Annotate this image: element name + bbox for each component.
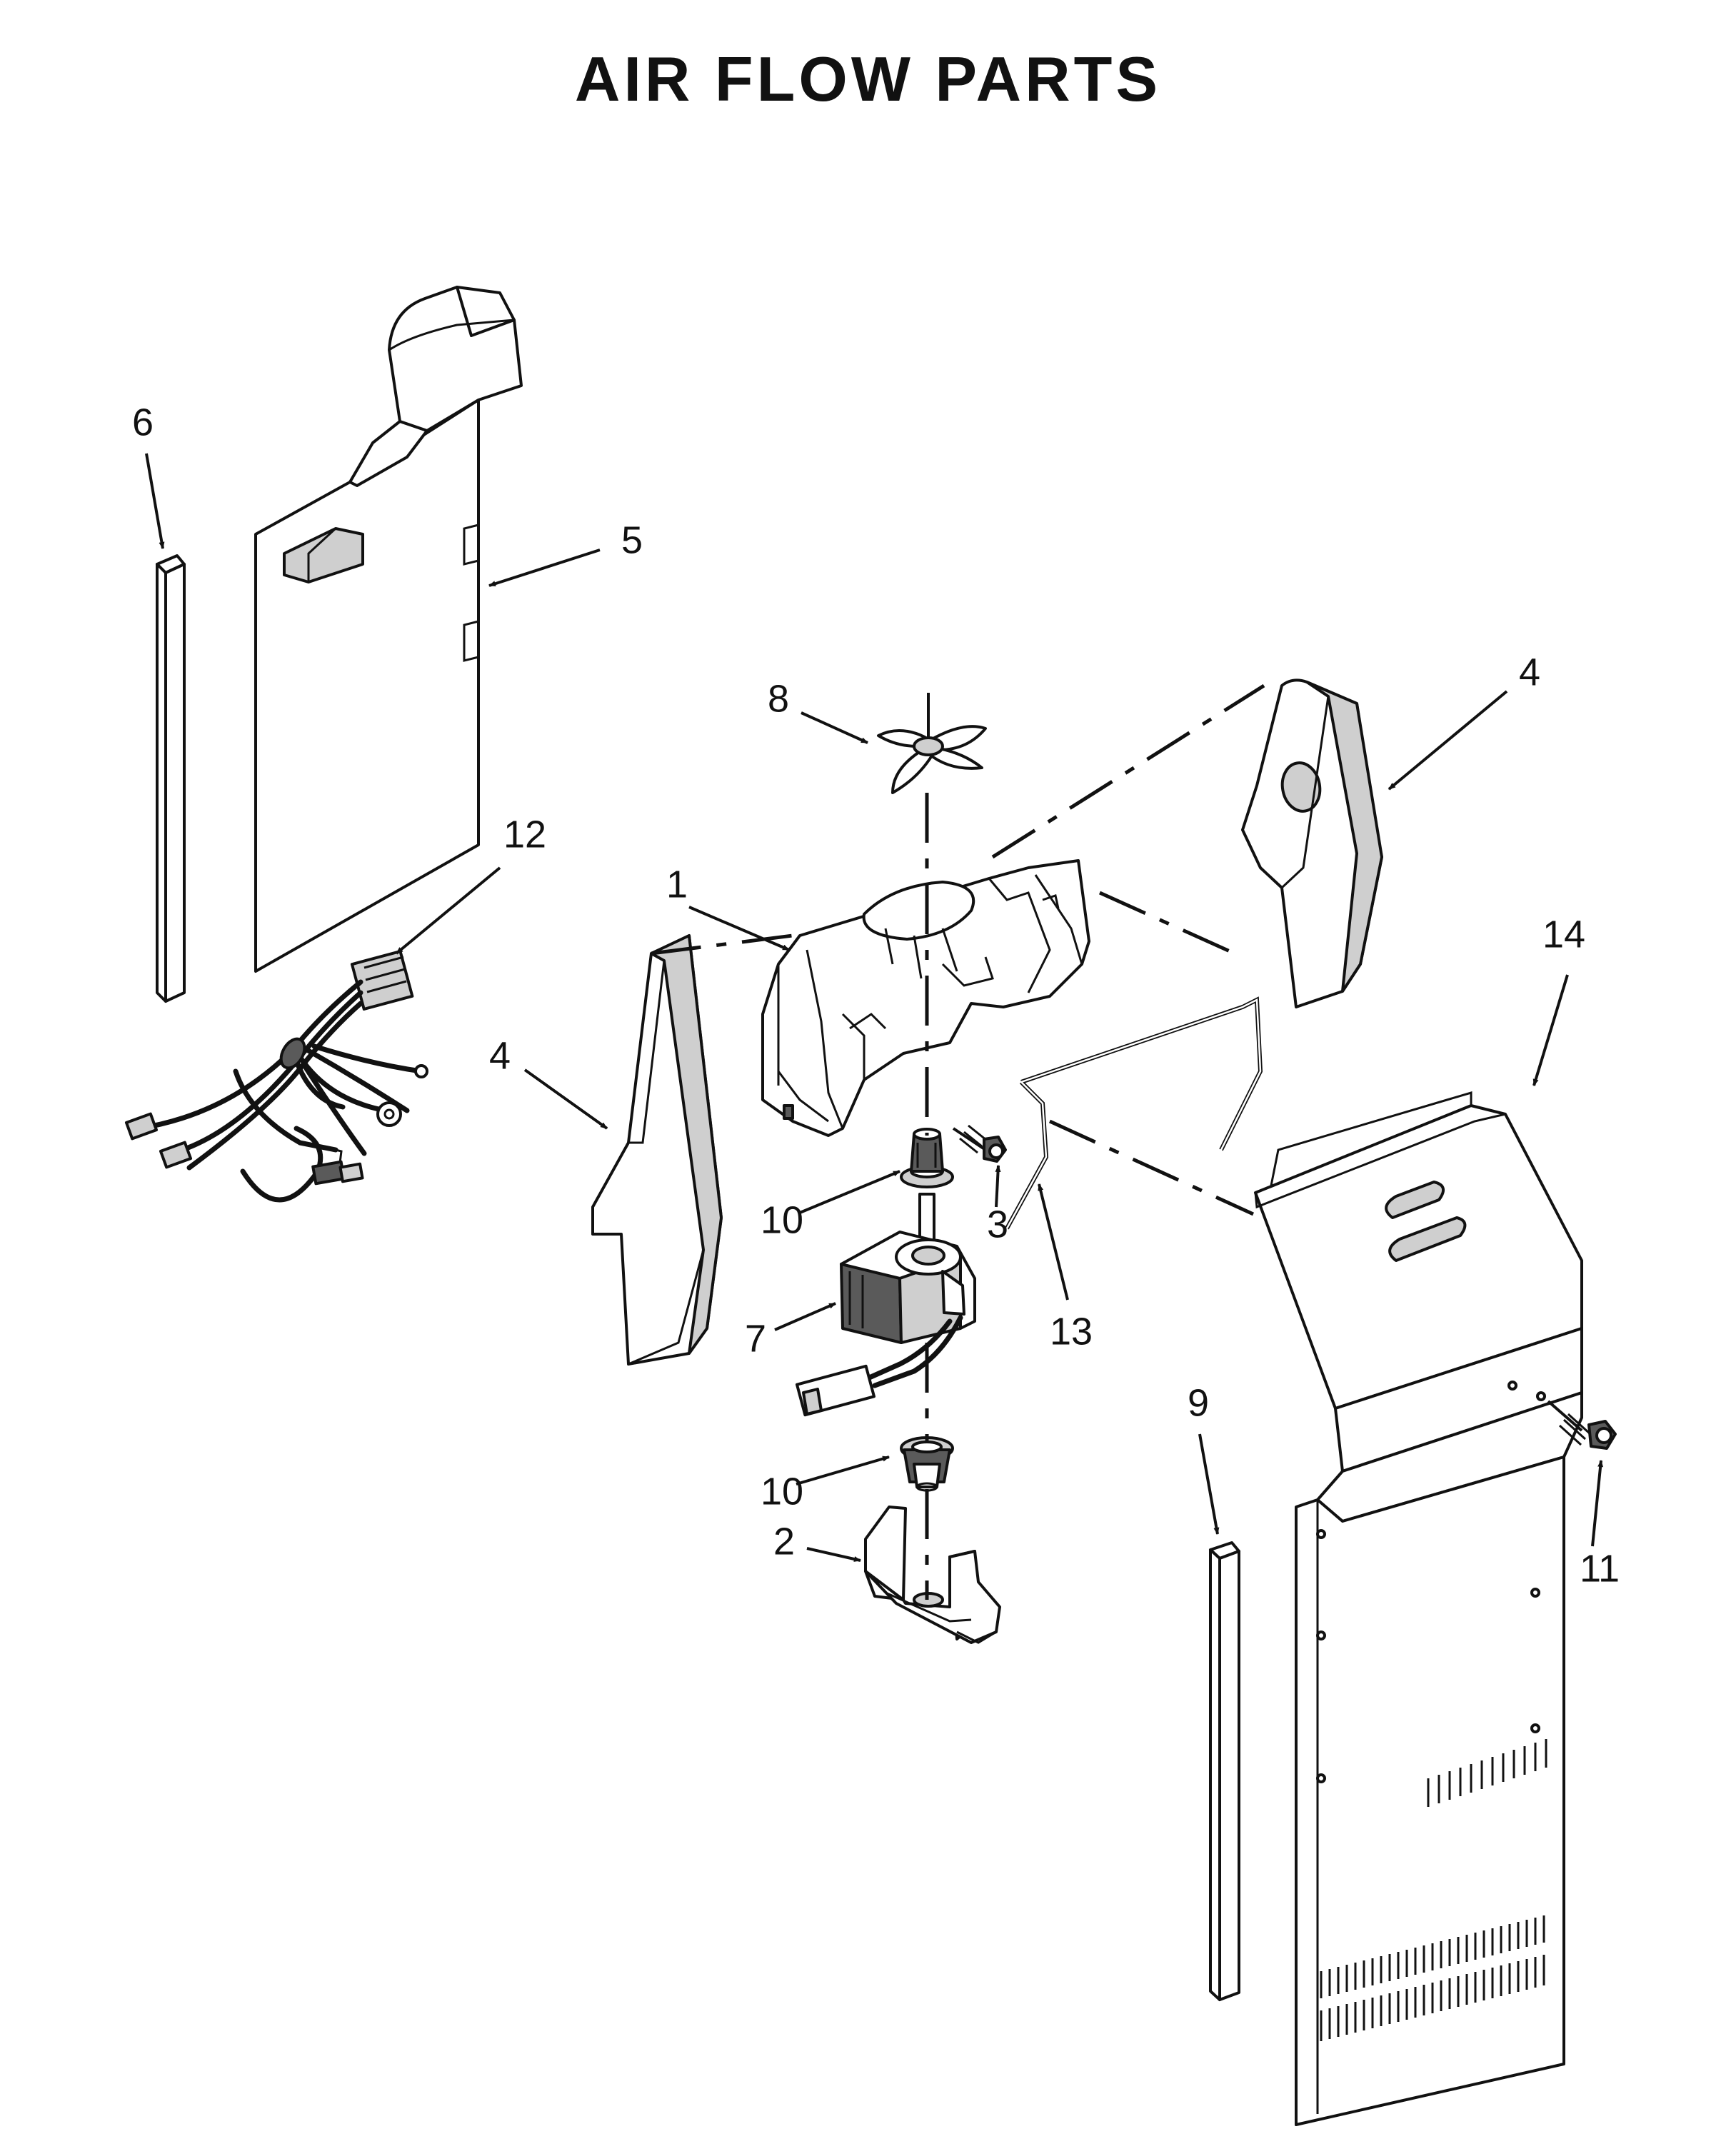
part-12-wire-harness xyxy=(124,950,428,1203)
vent-slots xyxy=(1320,1739,1547,2041)
part-9-gasket-strip xyxy=(1209,1541,1240,2001)
callout-7: 7 xyxy=(745,1317,766,1360)
part-14-rear-duct-cover xyxy=(1254,1091,1583,2126)
part-2-motor-bracket xyxy=(864,1506,1001,1644)
callout-labels: 1 2 3 4 4 5 6 7 8 9 10 10 11 12 13 14 xyxy=(132,401,1620,1590)
callout-8: 8 xyxy=(768,677,789,720)
callout-4-left: 4 xyxy=(489,1034,511,1077)
callout-14: 14 xyxy=(1542,913,1585,956)
callout-10-upper: 10 xyxy=(761,1198,803,1241)
callout-1: 1 xyxy=(666,863,688,906)
callout-13: 13 xyxy=(1050,1310,1093,1353)
part-4-left-baffle xyxy=(591,934,723,1366)
callout-2: 2 xyxy=(773,1520,795,1563)
callout-4-right: 4 xyxy=(1519,651,1540,693)
part-11-screw xyxy=(1536,1391,1617,1450)
callout-12: 12 xyxy=(503,813,546,856)
callout-5: 5 xyxy=(621,519,643,561)
part-10-lower-grommet xyxy=(900,1436,954,1492)
part-8-fan-blade xyxy=(877,693,987,794)
leader-arrows xyxy=(145,453,1604,1562)
part-5-air-duct-panel xyxy=(254,286,523,973)
part-6-gasket-strip xyxy=(156,554,186,1003)
callout-10-lower: 10 xyxy=(761,1470,803,1513)
assembly-centerlines xyxy=(651,683,1265,1600)
part-4-right-baffle xyxy=(1241,678,1383,1008)
callout-6: 6 xyxy=(132,401,154,444)
callout-9: 9 xyxy=(1188,1381,1209,1424)
part-7-fan-motor xyxy=(796,1193,976,1417)
part-13-spring-clip xyxy=(1005,996,1263,1230)
part-3-screw xyxy=(952,1124,1007,1163)
part-10-upper-grommet xyxy=(900,1128,954,1188)
callout-11: 11 xyxy=(1580,1547,1620,1590)
callout-3: 3 xyxy=(987,1203,1008,1246)
diagram-title: AIR FLOW PARTS xyxy=(574,44,1162,114)
